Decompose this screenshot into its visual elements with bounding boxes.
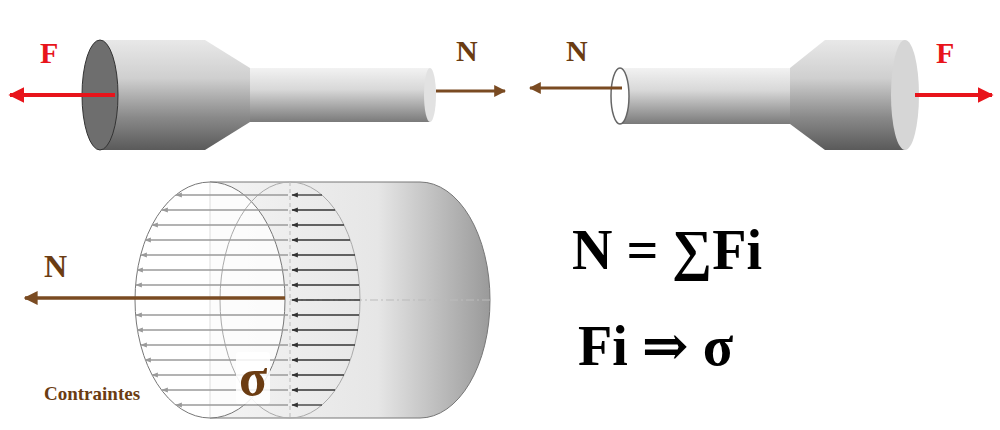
stress-arrows bbox=[136, 195, 360, 405]
stress-label: Contraintes bbox=[44, 384, 140, 403]
bar-right bbox=[611, 40, 919, 150]
equation: N = ∑Fi bbox=[572, 222, 762, 278]
force-label: N bbox=[566, 36, 588, 66]
force-label: F bbox=[936, 38, 954, 68]
normal-force-arrow bbox=[436, 90, 505, 93]
force-label: N bbox=[456, 36, 478, 66]
stress-symbol: σ bbox=[236, 352, 270, 404]
force-label: N bbox=[44, 250, 67, 282]
equation: Fi ⇒ σ bbox=[578, 318, 733, 374]
normal-force-arrow bbox=[25, 296, 285, 300]
force-arrow bbox=[10, 93, 115, 97]
normal-force-arrow bbox=[530, 87, 622, 90]
section-cylinder bbox=[135, 182, 490, 418]
bar-left bbox=[82, 40, 436, 150]
force-arrow bbox=[915, 93, 992, 97]
force-label: F bbox=[40, 38, 58, 68]
